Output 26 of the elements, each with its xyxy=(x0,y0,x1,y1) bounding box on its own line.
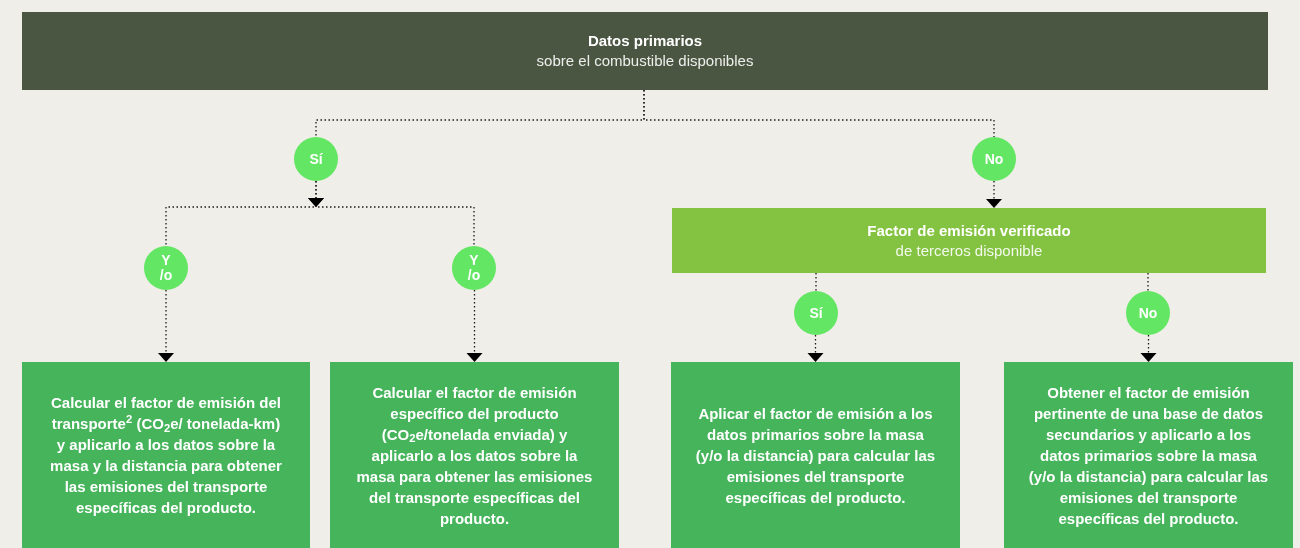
result-box xyxy=(1004,362,1293,548)
arrow xyxy=(1140,334,1157,363)
answer-label: Y /o xyxy=(158,253,174,283)
answer-label: No xyxy=(984,151,1004,167)
arrow xyxy=(986,180,1002,209)
question-banner xyxy=(22,12,1268,90)
answer-label: Y /o xyxy=(466,253,482,283)
box-text: Obtener el factor de emisión pertinente de una base de datos secundarios y aplicarlo a los datos primarios sobre la masa (y/o la distancia) para calcular las emisiones del transporte específicas del producto. xyxy=(1028,382,1269,529)
box-subheading: de terceros disponible xyxy=(895,240,1043,261)
arrow xyxy=(466,289,483,363)
result-box xyxy=(330,362,619,548)
box-subheading: sobre el combustible disponibles xyxy=(536,51,754,71)
arrow xyxy=(807,334,824,363)
box-heading: Datos primarios xyxy=(587,31,703,51)
question-box xyxy=(672,208,1266,273)
box-text: Calcular el factor de emisión del transporte$^{2}$ (CO$_{2}$e/ tonelada-km) y aplicarlo a los datos sobre la masa y la distancia para obtener las emisiones del transporte específicas del producto. xyxy=(49,393,283,518)
result-box xyxy=(671,362,960,548)
answer-label: Sí xyxy=(809,305,823,321)
answer-label: Sí xyxy=(309,151,323,167)
arrow xyxy=(158,289,174,363)
box-text: Aplicar el factor de emisión a los datos primarios sobre la masa (y/o la distancia) para calcular las emisiones del transporte específicas del producto. xyxy=(695,403,936,508)
result-box xyxy=(22,362,310,548)
box-text: Calcular el factor de emisión específico del producto (CO$_{2}$e/tonelada enviada) y aplicarlo a los datos sobre la masa para obtener las emisiones del transporte específicas del producto. xyxy=(355,382,594,529)
arrow xyxy=(308,180,475,247)
answer-label: No xyxy=(1138,305,1158,321)
box-heading: Factor de emisión verificado xyxy=(867,220,1071,241)
